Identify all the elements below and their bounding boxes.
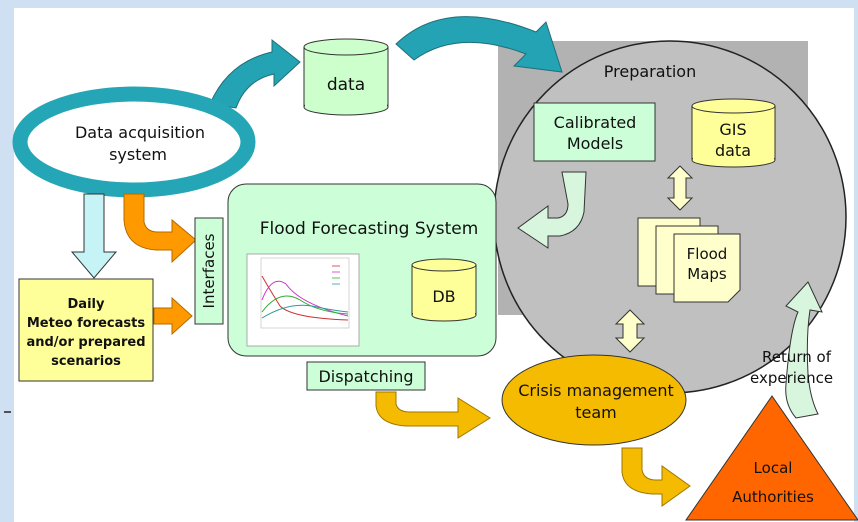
data-label: data bbox=[327, 75, 365, 95]
acquisition-to-data-arrow bbox=[209, 38, 301, 109]
local-authorities-line2: Authorities bbox=[732, 488, 814, 506]
acquisition-to-interfaces-arrow bbox=[123, 193, 197, 264]
gis-data-cylinder bbox=[691, 98, 776, 168]
return-experience-line1: Return of bbox=[762, 348, 832, 366]
daily-meteo-line1: Daily bbox=[68, 297, 105, 312]
dispatching-to-crisis-arrow bbox=[375, 391, 491, 439]
daily-meteo-line2: Meteo forecasts bbox=[27, 316, 145, 331]
flood-maps-line1: Flood bbox=[687, 245, 728, 263]
data-acquisition-line2: system bbox=[109, 145, 167, 164]
models-to-ffs-arrow bbox=[517, 171, 587, 249]
data-acquisition-ellipse bbox=[12, 86, 256, 198]
crisis-to-authorities-arrow bbox=[621, 447, 691, 507]
return-experience-line2: experience bbox=[750, 369, 833, 387]
preparation-crisis-double-arrow bbox=[614, 309, 646, 353]
calibrated-models-box bbox=[533, 102, 656, 162]
interfaces-box bbox=[194, 217, 224, 325]
flood-maps-line2: Maps bbox=[687, 265, 727, 283]
local-authorities-triangle bbox=[685, 395, 858, 521]
gis-maps-double-arrow bbox=[666, 165, 694, 211]
daily-meteo-line3: and/or prepared bbox=[26, 335, 145, 350]
crisis-management-line1: Crisis management bbox=[518, 381, 674, 400]
local-authorities-line1: Local bbox=[754, 459, 793, 477]
daily-meteo-box bbox=[18, 278, 154, 382]
hydrograph-thumbnail bbox=[246, 253, 360, 347]
return-of-experience-arrow bbox=[785, 281, 823, 419]
data-acquisition-line1: Data acquisition bbox=[75, 123, 205, 142]
gis-data-line2: data bbox=[715, 141, 751, 160]
acquisition-to-meteo-arrow bbox=[70, 193, 118, 279]
calibrated-models-line2: Models bbox=[567, 134, 623, 153]
daily-meteo-line4: scenarios bbox=[51, 354, 121, 369]
flood-forecasting-label: Flood Forecasting System bbox=[260, 219, 479, 239]
db-label: DB bbox=[432, 287, 455, 306]
dispatching-label: Dispatching bbox=[318, 367, 413, 386]
crisis-management-ellipse bbox=[501, 354, 687, 446]
preparation-label: Preparation bbox=[604, 62, 696, 81]
meteo-to-interfaces-arrow bbox=[153, 296, 193, 336]
gis-data-line1: GIS bbox=[719, 120, 746, 139]
db-cylinder bbox=[411, 258, 477, 322]
data-cylinder bbox=[303, 38, 389, 116]
data-to-preparation-arrow bbox=[395, 16, 563, 73]
interfaces-label: Interfaces bbox=[200, 233, 218, 308]
dispatching-box bbox=[306, 361, 426, 391]
calibrated-models-line1: Calibrated bbox=[554, 113, 637, 132]
crisis-management-line2: team bbox=[575, 403, 617, 422]
flood-maps-stack bbox=[637, 217, 741, 303]
